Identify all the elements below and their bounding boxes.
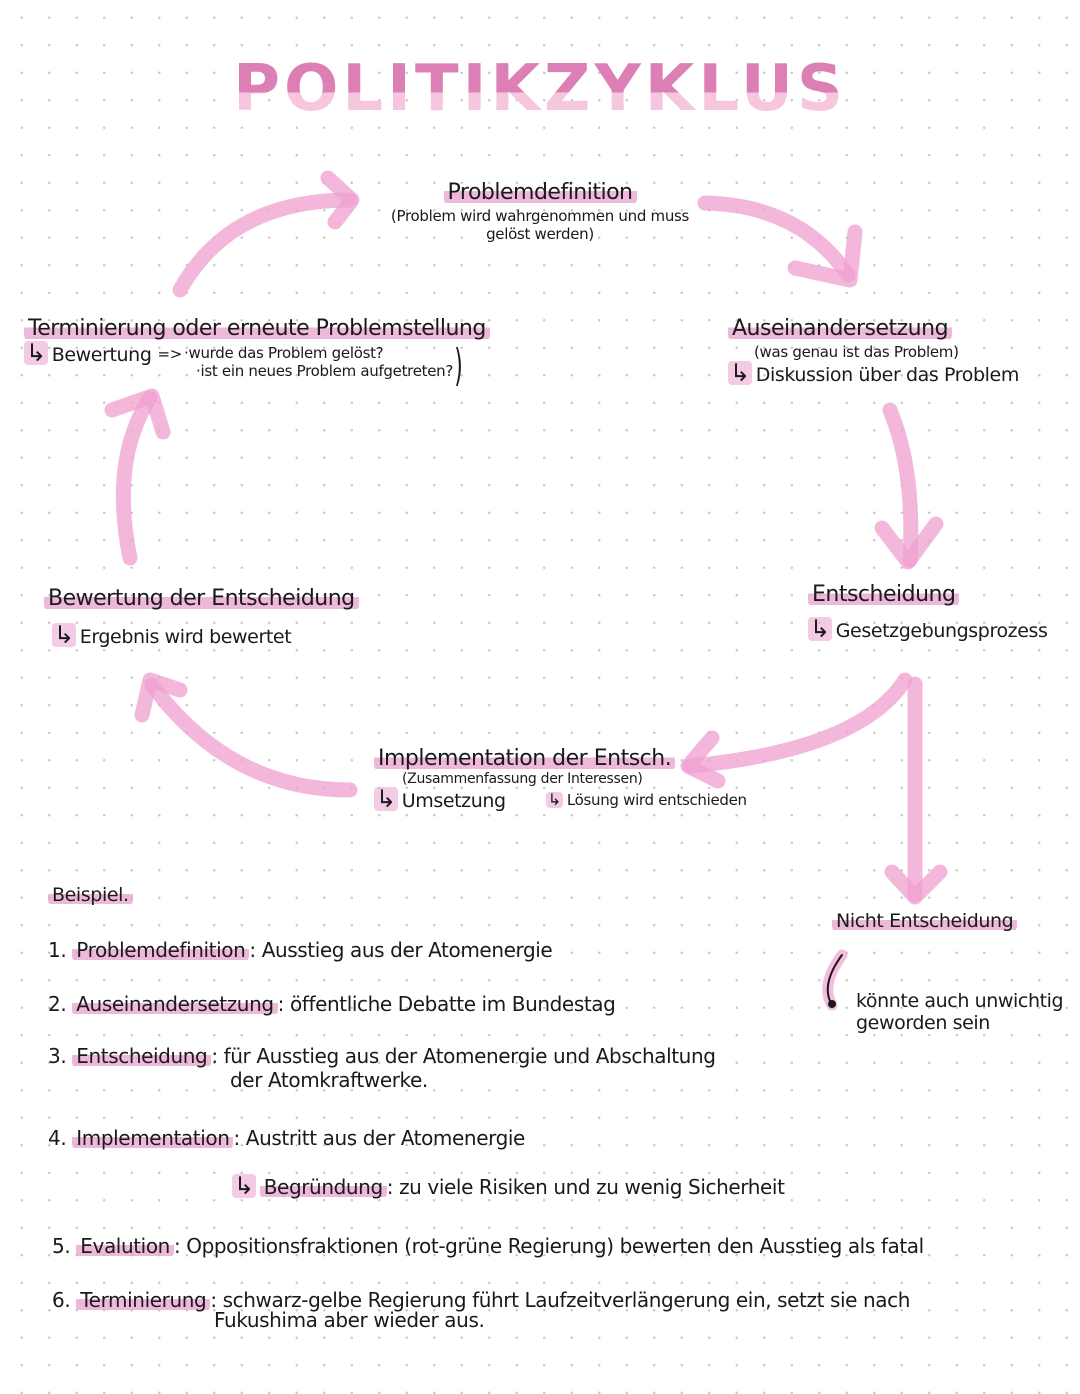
node-auseinandersetzung: Auseinandersetzung (was genau ist das Pr… xyxy=(728,316,1019,386)
item-number: 6. xyxy=(52,1288,71,1312)
arrow-to-terminierung xyxy=(115,390,158,566)
item-number: 3. xyxy=(48,1044,67,1068)
item-number: 5. xyxy=(52,1234,71,1258)
item-label: Auseinandersetzung xyxy=(72,992,278,1016)
closing-bracket: ) xyxy=(454,340,463,391)
item-text: Oppositionsfraktionen (rot-grüne Regieru… xyxy=(186,1234,924,1258)
arrow-head-6 xyxy=(134,672,188,723)
node-bewertung: Bewertung der Entscheidung ↳Ergebnis wir… xyxy=(44,586,359,648)
sub-arrow-icon: ↳ xyxy=(728,359,752,387)
item-separator: : xyxy=(173,1234,181,1258)
node-terminierung: Terminierung oder erneute Problemstellun… xyxy=(24,316,490,380)
node-entscheidung: Entscheidung ↳Gesetzgebungsprozess xyxy=(808,582,1048,642)
bewertung-sub: Ergebnis wird bewertet xyxy=(79,626,292,648)
nicht-entscheidung-hook xyxy=(822,949,848,1011)
terminierung-heading: Terminierung oder erneute Problemstellun… xyxy=(24,316,490,341)
node-nicht-entscheidung: Nicht Entscheidung xyxy=(832,910,1018,932)
item-number: 4. xyxy=(48,1126,67,1150)
item-separator: : xyxy=(210,1288,217,1312)
item-number: 1. xyxy=(48,938,67,962)
terminierung-question-1: ·wurde das Problem gelöst? xyxy=(184,344,384,362)
auseinandersetzung-heading: Auseinandersetzung xyxy=(728,316,953,341)
page-title: POLITIKZYKLUS xyxy=(0,52,1080,126)
item-label: Evalution xyxy=(76,1234,174,1258)
beispiel-item-3: 3. Entscheidung: für Ausstieg aus der At… xyxy=(48,1044,716,1092)
beispiel-item-6: 6. Terminierung: schwarz-gelbe Regierung… xyxy=(52,1288,910,1332)
item-separator: : xyxy=(233,1126,240,1150)
beispiel-item-5: 5. Evalution: Oppositionsfraktionen (rot… xyxy=(52,1234,924,1258)
entscheidung-sub: Gesetzgebungsprozess xyxy=(835,620,1048,642)
item-label: Terminierung xyxy=(76,1288,211,1312)
terminierung-sub: Bewertung xyxy=(51,344,152,366)
implementation-sub: Umsetzung xyxy=(401,790,506,812)
entscheidung-heading: Entscheidung xyxy=(808,582,960,607)
arrow-head-1 xyxy=(320,170,360,230)
node-implementation: Implementation der Entsch. (Zusammenfass… xyxy=(374,746,747,812)
node-problemdefinition: Problemdefinition (Problem wird wahrgeno… xyxy=(360,180,720,243)
beispiel-item-4-reason: ↳Begründung: zu viele Risiken und zu wen… xyxy=(232,1174,785,1199)
arrow-to-auseinandersetzung xyxy=(697,195,856,283)
arrow-head-7 xyxy=(104,388,171,440)
item-label: Entscheidung xyxy=(72,1044,212,1068)
nicht-entscheidung-line-1: könnte auch unwichtig xyxy=(856,990,1064,1012)
sub-arrow-icon: ↳ xyxy=(808,615,832,643)
arrow-head-3 xyxy=(874,516,944,570)
sub-arrow-icon: ↳ xyxy=(24,339,48,367)
beispiel-item-2: 2. Auseinandersetzung: öffentliche Debat… xyxy=(48,992,616,1016)
reason-label: Begründung xyxy=(259,1175,387,1199)
auseinandersetzung-sub: Diskussion über das Problem xyxy=(755,364,1020,386)
terminierung-question-2: ·ist ein neues Problem aufgetreten? xyxy=(196,362,454,380)
nicht-entscheidung-heading: Nicht Entscheidung xyxy=(832,910,1018,932)
item-text: schwarz-gelbe Regierung führt Laufzeitve… xyxy=(222,1288,911,1312)
arrow-to-problemdefinition xyxy=(172,192,358,298)
item-separator: : xyxy=(386,1175,394,1199)
implementation-heading: Implementation der Entsch. xyxy=(374,746,676,771)
item-text-continued: der Atomkraftwerke. xyxy=(230,1068,428,1092)
sub-arrow-icon: ↳ xyxy=(374,785,398,813)
item-text: Ausstieg aus der Atomenergie xyxy=(261,938,553,962)
sub-arrow-icon: ↳ xyxy=(545,789,563,809)
auseinandersetzung-note: (was genau ist das Problem) xyxy=(754,343,959,361)
sub-arrow-icon: ↳ xyxy=(232,1172,256,1200)
item-number: 2. xyxy=(48,992,67,1016)
sub-arrow-icon: ↳ xyxy=(52,621,76,649)
item-text: öffentliche Debatte im Bundestag xyxy=(289,992,616,1016)
item-separator: : xyxy=(277,992,285,1016)
implementation-sub-2: Lösung wird entschieden xyxy=(566,790,747,809)
item-label: Implementation xyxy=(72,1126,234,1150)
item-separator: : xyxy=(249,938,256,962)
item-text: Austritt aus der Atomenergie xyxy=(245,1126,526,1150)
item-separator: : xyxy=(211,1044,218,1068)
beispiel-heading: Beispiel. xyxy=(48,884,133,906)
problemdefinition-note-2: gelöst werden) xyxy=(486,225,594,243)
beispiel-item-1: 1. Problemdefinition: Ausstieg aus der A… xyxy=(48,938,553,962)
item-text-continued: Fukushima aber wieder aus. xyxy=(214,1308,485,1332)
implies-symbol: => xyxy=(157,345,183,363)
problemdefinition-note-1: (Problem wird wahrgenommen und muss xyxy=(390,207,690,225)
beispiel-item-4: 4. Implementation: Austritt aus der Atom… xyxy=(48,1126,525,1150)
arrow-to-bewertung xyxy=(144,677,358,798)
item-label: Problemdefinition xyxy=(72,938,250,962)
nicht-entscheidung-line-2: geworden sein xyxy=(856,1012,990,1034)
item-text: für Ausstieg aus der Atomenergie und Abs… xyxy=(223,1044,716,1068)
arrow-head-2 xyxy=(787,224,863,288)
implementation-note: (Zusammenfassung der Interessen) xyxy=(402,771,643,787)
arrow-head-5 xyxy=(884,864,948,905)
arrow-to-entscheidung xyxy=(882,402,919,568)
problemdefinition-heading: Problemdefinition xyxy=(443,180,637,205)
reason-text: zu viele Risiken und zu wenig Sicherheit xyxy=(399,1175,785,1199)
bewertung-heading: Bewertung der Entscheidung xyxy=(44,586,359,611)
nicht-entscheidung-note: könnte auch unwichtig geworden sein xyxy=(856,990,1064,1034)
